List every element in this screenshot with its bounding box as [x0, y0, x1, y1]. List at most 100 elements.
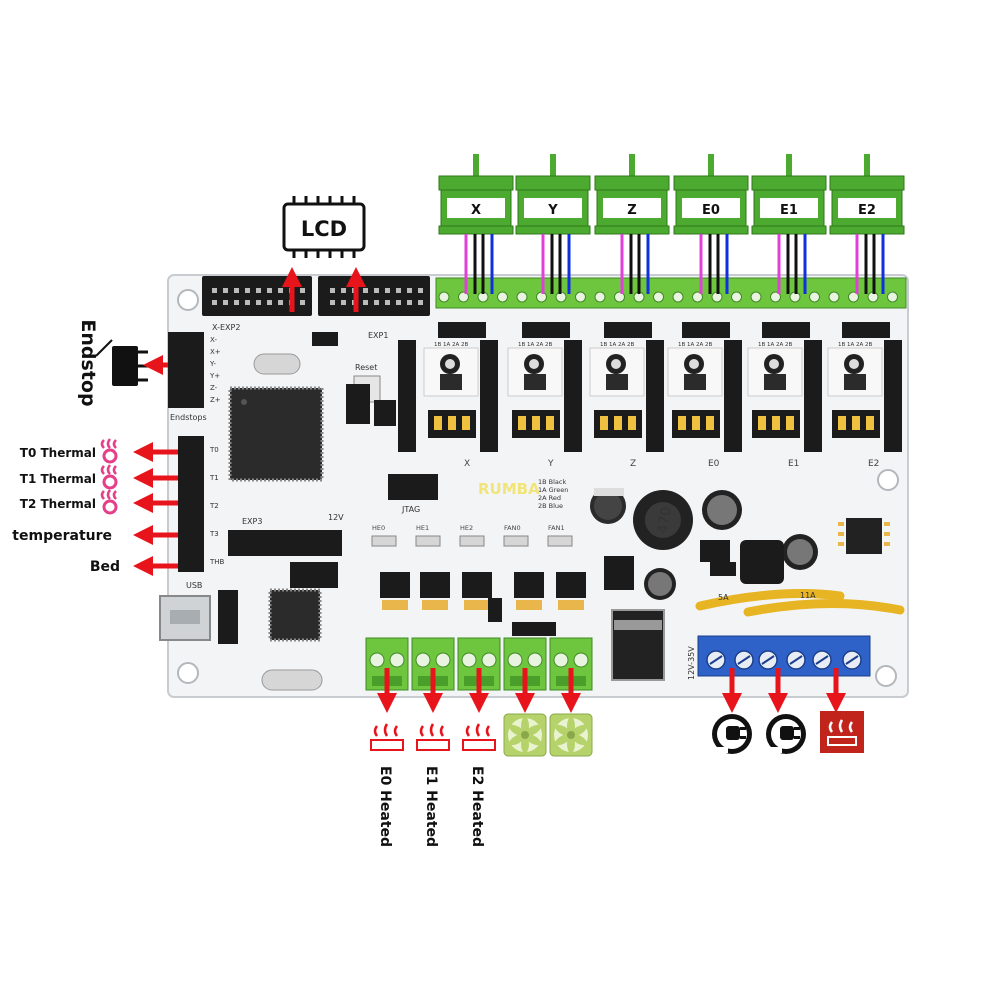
motor-label: X — [471, 203, 481, 218]
pin — [330, 288, 335, 293]
controller-board — [167, 274, 909, 698]
heater-label: E2 Heated — [469, 766, 485, 847]
heater-plate — [416, 739, 450, 751]
jumper-cap — [434, 416, 442, 430]
terminal-screw — [770, 291, 781, 303]
mosfet-pad — [558, 600, 584, 610]
plug-body — [780, 726, 794, 740]
mosfet — [420, 572, 450, 610]
terminal-screw — [527, 652, 543, 668]
driver-ic — [606, 374, 628, 390]
motor-flange — [751, 175, 827, 191]
motor-terminal-screws — [438, 291, 898, 303]
heat-wave — [100, 438, 117, 449]
driver-pot-center — [529, 359, 539, 369]
motor-label-plate — [682, 198, 740, 218]
terminal-screw — [848, 291, 859, 303]
motor-label: Y — [547, 203, 558, 218]
terminal-screw — [594, 291, 606, 303]
driver-pin-silk: 1B 1A 2A 2B — [434, 342, 469, 348]
terminal-screw — [435, 652, 451, 668]
driver-silk: Z — [630, 459, 636, 469]
motor-flange — [515, 175, 591, 191]
endstop-pin-label: X- — [210, 336, 217, 344]
terminal-screw — [438, 291, 450, 303]
motor-base — [751, 225, 827, 235]
driver-ic — [844, 374, 866, 390]
pin — [418, 300, 423, 305]
motor-flange — [438, 175, 514, 191]
driver-pin-silk: 1B 1A 2A 2B — [678, 342, 713, 348]
a11-silk: 11A — [800, 591, 816, 600]
motor-base — [673, 225, 749, 235]
driver-pot-center — [611, 359, 621, 369]
driver-socket-right — [646, 340, 664, 452]
usb-port — [159, 595, 211, 641]
heater-label: E1 Heated — [423, 766, 439, 847]
driver-ic — [684, 374, 706, 390]
pin — [341, 288, 346, 293]
header-bank-small — [290, 562, 338, 588]
heater-icon — [370, 723, 404, 751]
pin — [256, 300, 261, 305]
fan-blade — [509, 733, 526, 746]
power-plug-icon — [764, 714, 806, 754]
pin — [418, 288, 423, 293]
endstop-label: Endstop — [77, 319, 99, 406]
terminal-screw — [553, 652, 569, 668]
stepper-motor-z: Z — [594, 154, 670, 294]
jumper-cap — [838, 416, 846, 430]
usb-chip — [268, 588, 322, 642]
fan-blade — [555, 733, 572, 746]
driver-silk: E2 — [868, 459, 879, 469]
pin — [407, 300, 412, 305]
driver-pin-silk: 1B 1A 2A 2B — [838, 342, 873, 348]
jumper-cap — [692, 416, 700, 430]
pin — [278, 300, 283, 305]
motor-label: E1 — [780, 203, 798, 218]
motor-header — [762, 322, 810, 338]
heated-bed-icon — [820, 711, 864, 753]
usb-silk: USB — [186, 581, 202, 590]
driver-socket-right — [804, 340, 822, 452]
terminal-screw — [389, 652, 405, 668]
motor-base — [515, 225, 591, 235]
sensor-ring — [102, 474, 118, 490]
motor-label: E2 — [858, 203, 876, 218]
screw-slot — [709, 655, 723, 665]
mosfet-body — [420, 572, 450, 598]
jumper-cap — [866, 416, 874, 430]
pin — [374, 300, 379, 305]
mosfet — [462, 572, 492, 610]
terminal-screw — [692, 291, 703, 303]
stepper-motor-e0: E0 — [673, 154, 749, 294]
motor-base — [594, 225, 670, 235]
motor-header — [842, 322, 890, 338]
exp3-silk: EXP3 — [242, 517, 262, 526]
driver-pot-center — [849, 359, 859, 369]
driver-pot-center — [689, 359, 699, 369]
jumper-cap — [706, 416, 714, 430]
endstop-header — [168, 332, 204, 408]
plug-prong — [794, 727, 800, 730]
endstop-group: Endstop — [77, 319, 196, 407]
driver-pot-center — [769, 359, 779, 369]
plug-prong — [740, 736, 746, 739]
exp1-header — [312, 332, 338, 346]
stepper-driver-x: 1B 1A 2A 2BX — [423, 322, 498, 469]
jumper-cap — [758, 416, 766, 430]
stepper-motor-e2: E2 — [829, 154, 905, 294]
inductor-silk: 470 — [655, 506, 675, 535]
jumper-block-1 — [346, 384, 370, 424]
side-header — [398, 340, 416, 452]
v12-silk: 12V — [328, 513, 344, 522]
mosfet-body — [556, 572, 586, 598]
jumper-cap — [600, 416, 608, 430]
wire-color-label: 1A Green — [538, 486, 568, 494]
output-terminal — [411, 637, 455, 713]
therm-pin-label: T0 — [209, 446, 219, 454]
